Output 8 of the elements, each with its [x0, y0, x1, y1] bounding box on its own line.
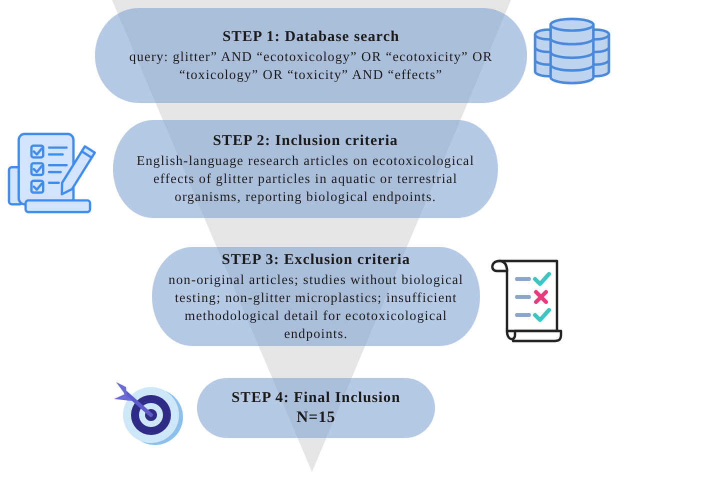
step-heading: STEP 1: Database search — [222, 28, 400, 46]
result-count: N=15 — [296, 409, 336, 427]
step-heading: STEP 2: Inclusion criteria — [212, 132, 398, 151]
step-heading: STEP 3: Exclusion criteria — [222, 250, 410, 270]
step-description: English-language research articles on ecotoxicological effects of glitter particles in aquatic or terrestrial organisms, reporting biological endpoints. — [136, 152, 476, 206]
step-heading: STEP 4: Final Inclusion — [231, 389, 401, 408]
step-description: non-original articles; studies without biological testing; non-glitter microplastics; insufficient methodological detail for ecotoxicological endpoints. — [168, 270, 464, 342]
step-description: query: glitter” AND “ecotoxicology” OR “ecotoxicity” OR “toxicology” OR “toxicity” AND “effects” — [129, 48, 493, 84]
